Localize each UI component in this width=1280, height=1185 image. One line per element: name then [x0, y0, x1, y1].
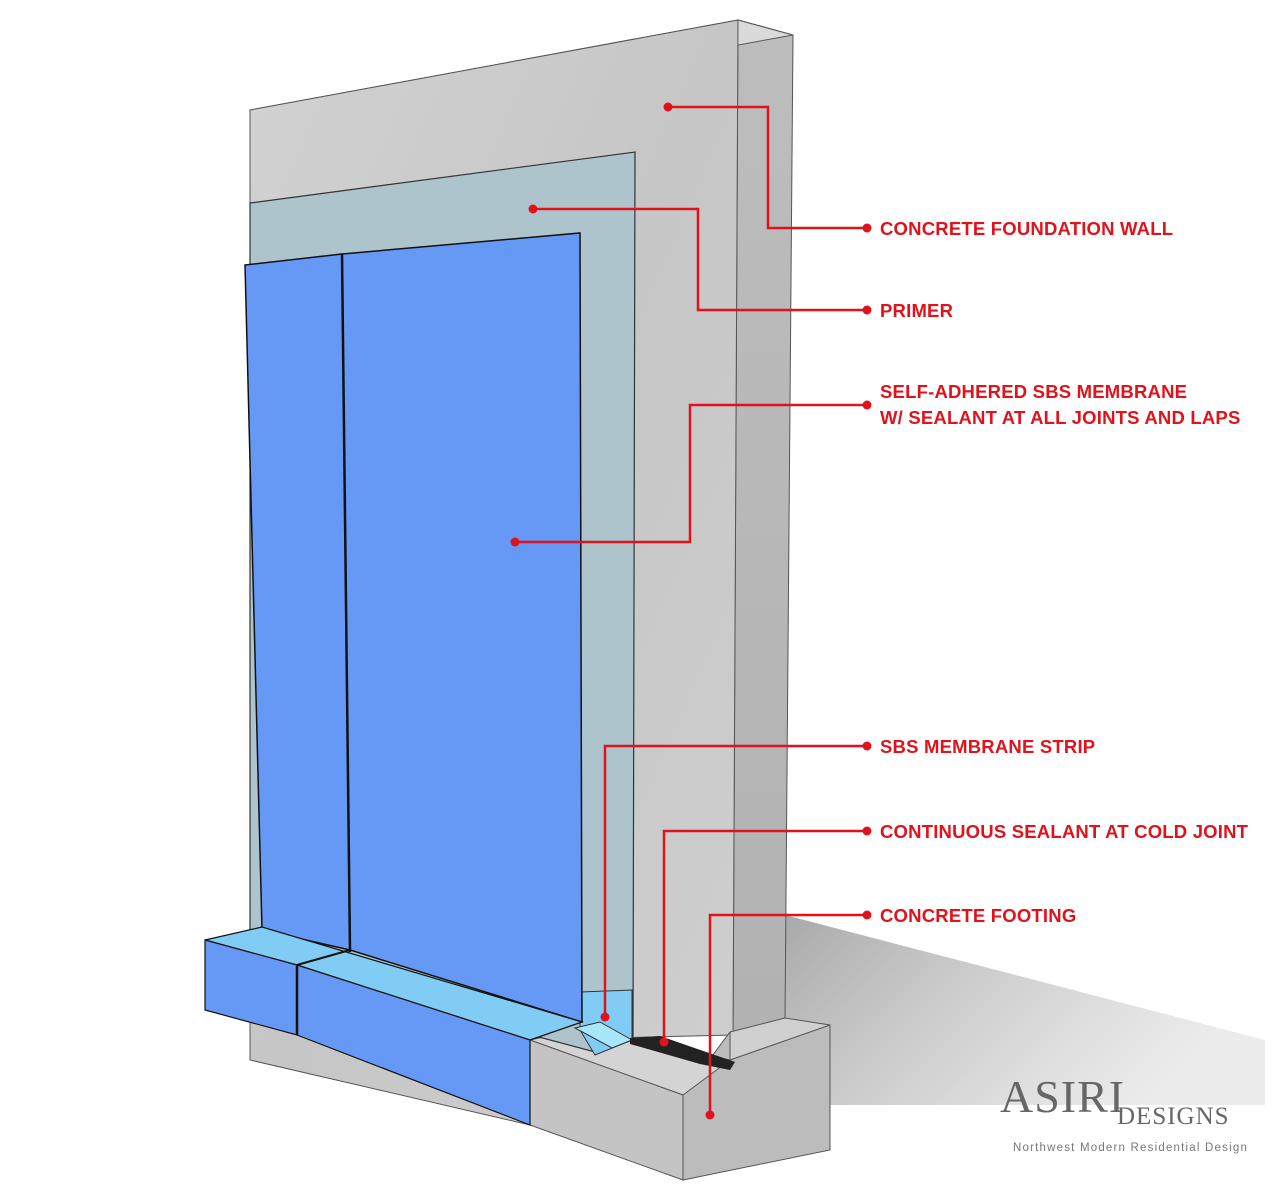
- ground-shadow: [785, 915, 1265, 1105]
- dot-primer-label: [862, 305, 872, 315]
- dot-sealant-point: [659, 1037, 669, 1047]
- dot-wall-point: [663, 102, 673, 112]
- sbs-membrane-panel-main: [341, 232, 583, 1024]
- logo-tagline: Northwest Modern Residential Design: [1013, 1142, 1248, 1154]
- leader-sbs-membrane-strip: [603, 744, 867, 1017]
- membrane-lap-joint: [340, 253, 352, 953]
- dot-wall-label: [862, 223, 872, 233]
- logo-name: ASIRI: [1000, 1071, 1125, 1122]
- concrete-wall-side: [732, 19, 794, 1036]
- label-sbs-membrane-strip: SBS MEMBRANE STRIP: [880, 736, 1095, 757]
- membrane-footing-lap: [296, 949, 351, 966]
- dot-membrane-label: [862, 400, 872, 410]
- concrete-footing-top-back: [729, 1017, 831, 1061]
- label-concrete-footing: CONCRETE FOOTING: [880, 905, 1076, 926]
- leader-continuous-sealant: [662, 829, 867, 1042]
- leader-concrete-footing: [708, 913, 867, 1115]
- sbs-membrane-panel-left: [244, 253, 351, 951]
- label-concrete-foundation-wall: CONCRETE FOUNDATION WALL: [880, 218, 1173, 239]
- leader-concrete-foundation-wall: [668, 105, 867, 230]
- label-primer: PRIMER: [880, 300, 953, 321]
- dot-strip-point: [600, 1012, 610, 1022]
- label-sbs-membrane-line2: W/ SEALANT AT ALL JOINTS AND LAPS: [880, 407, 1241, 428]
- label-sbs-membrane: SELF-ADHERED SBS MEMBRANE: [880, 381, 1187, 402]
- dot-footing-label: [862, 910, 872, 920]
- label-continuous-sealant: CONTINUOUS SEALANT AT COLD JOINT: [880, 821, 1249, 842]
- callout-leaders: [510, 102, 872, 1120]
- asiri-designs-logo: ASIRI DESIGNS Northwest Modern Residenti…: [1000, 1071, 1248, 1154]
- dot-membrane-point: [510, 537, 520, 547]
- dot-sealant-label: [862, 826, 872, 836]
- logo-suffix: DESIGNS: [1117, 1103, 1230, 1130]
- leader-sbs-membrane: [515, 403, 867, 544]
- dot-primer-point: [528, 204, 538, 214]
- dot-strip-label: [862, 741, 872, 751]
- leader-primer: [533, 207, 867, 312]
- dot-footing-point: [705, 1110, 715, 1120]
